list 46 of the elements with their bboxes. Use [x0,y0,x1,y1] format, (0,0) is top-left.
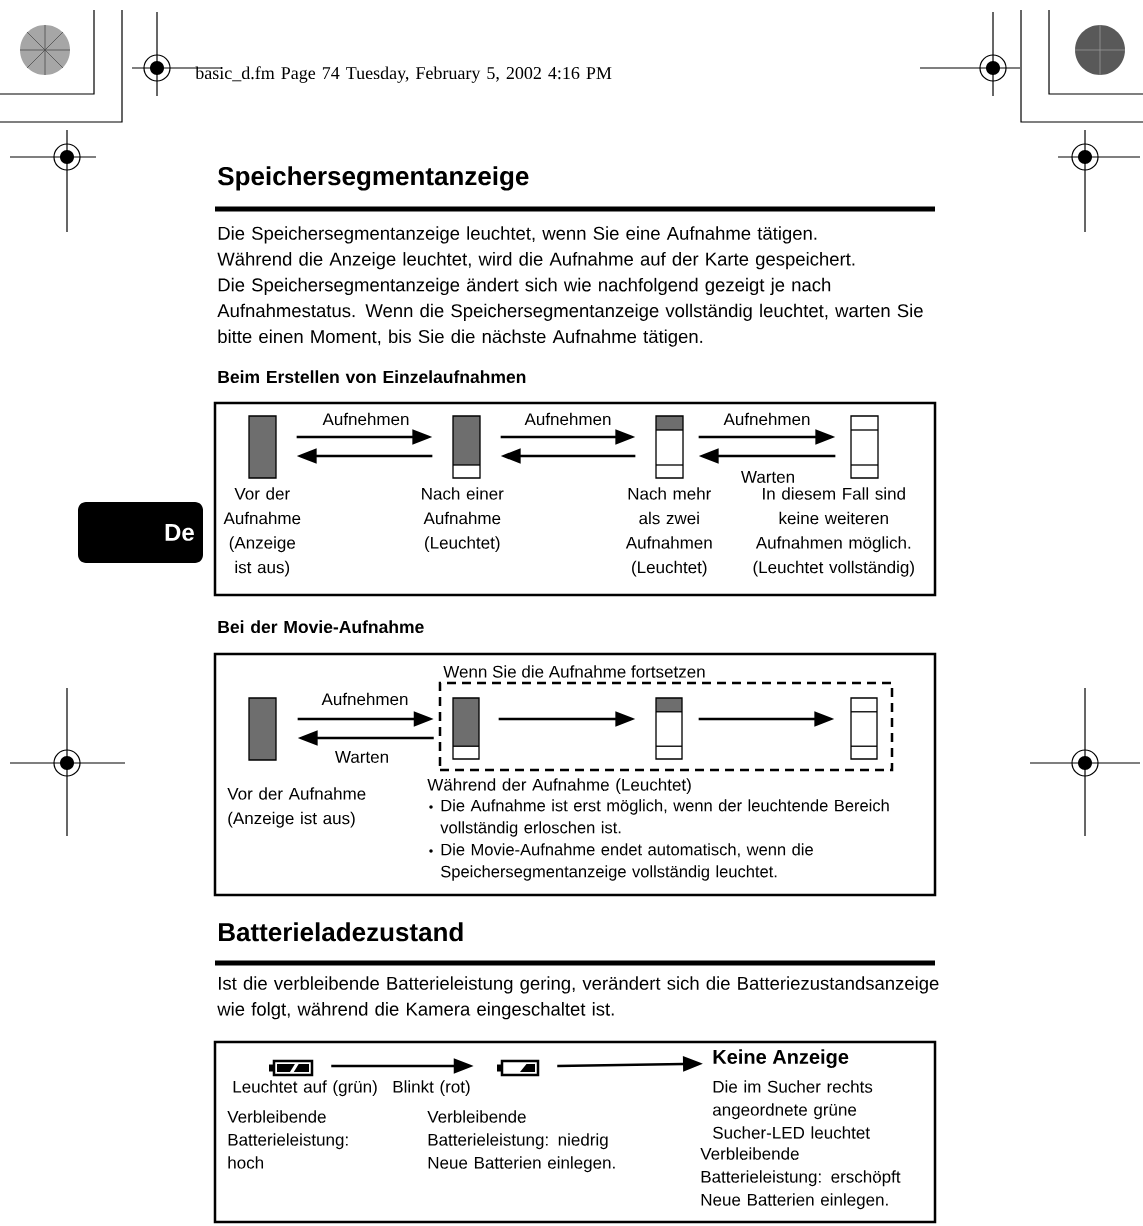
paragraph: Die Speichersegmentanzeige leuchtet, wenn Sie eine Aufnahme tätigen. Während die Anzeige leuchtet, wird die Aufnahme auf der Karte gespeichert. Die Speichersegmentanzeige ändert sich wie nachfolgend gezeigt je nach Aufnahmestatus. Wenn die Speichersegmentanzeige vollständig leuchtet, warten Sie bitte einen Moment, bis Sie die nächste Aufnahme tätigen. [217,226,923,347]
battery-icon [269,1059,314,1077]
paragraph: Ist die verbleibende Batterieleistung gering, verändert sich die Batteriezustandsanzeige wie folgt, während die Kamera eingeschaltet ist. [217,976,939,1020]
edge-label: Warten [739,469,797,485]
edge-label: Aufnehmen [321,411,411,427]
section-subheading: Bei der Movie-Aufnahme [218,620,424,634]
indicator-bar [452,697,480,760]
status-caption: Verbleibende Batterieleistung: erschöpft [700,1147,901,1187]
indicator-caption: Vor der Aufnahme (Anzeige ist aus) [227,787,366,828]
status-heading: Keine Anzeige [713,1049,849,1068]
note-heading: Während der Aufnahme (Leuchtet) [427,778,691,795]
indicator-caption: Nach einer Aufnahme (Leuchtet) [422,487,504,553]
status-caption: Blinkt (rot) [393,1080,470,1097]
diagram-frame [213,1040,937,1224]
indicator-caption: In diesem Fall sind keine weiteren Aufnahmen möglich. (Leuchtet vollständig) [753,487,914,577]
indicator-bar [248,697,277,761]
edge-label: Aufnehmen [320,691,410,707]
section-subheading: Beim Erstellen von Einzelaufnahmen [218,370,526,384]
indicator-bar [248,415,277,479]
diagram-frame [213,652,937,897]
section-heading: Speichersegmentanzeige [218,166,529,191]
indicator-bar [655,697,683,760]
indicator-bar [850,415,879,479]
indicator-bar [850,697,878,760]
bullet-item: Die Movie-Aufnahme endet automatisch, wenn die Speichersegmentanzeige vollständig leuchtet. [429,843,813,881]
indicator-bar [655,415,684,479]
page-header: basic_d.fm Page 74 Tuesday, February 5, 2002 4:16 PM [195,66,612,83]
language-tab: De [78,502,203,563]
indicator-bar [452,415,481,479]
status-caption: Verbleibende Batterieleistung: hoch [227,1110,348,1169]
indicator-caption: Vor der Aufnahme (Anzeige ist aus) [223,487,301,577]
status-caption: Neue Batterien einlegen. [428,1156,615,1173]
status-caption: Verbleibende Batterieleistung: niedrig [427,1110,608,1150]
section-heading: Batterieladezustand [219,922,463,942]
bullet-item: Die Aufnahme ist erst möglich, wenn der leuchtende Bereich vollständig erloschen ist. [429,799,889,837]
dashed-group-box: Wenn Sie die Aufnahme fortsetzen [438,665,894,772]
edge-label: Aufnehmen [722,411,812,427]
status-caption: Leuchtet auf (grün) [233,1080,377,1097]
edge-label: Aufnehmen [523,411,613,427]
status-caption: Neue Batterien einlegen. [701,1193,888,1210]
node-label: Wenn Sie die Aufnahme fortsetzen [443,665,705,678]
battery-icon [497,1059,540,1077]
status-caption: Die im Sucher rechts angeordnete grüne Sucher-LED leuchtet [713,1080,873,1139]
diagram-frame [213,401,937,597]
indicator-caption: Nach mehr als zwei Aufnahmen (Leuchtet) [625,487,712,577]
edge-label: Warten [333,749,391,765]
